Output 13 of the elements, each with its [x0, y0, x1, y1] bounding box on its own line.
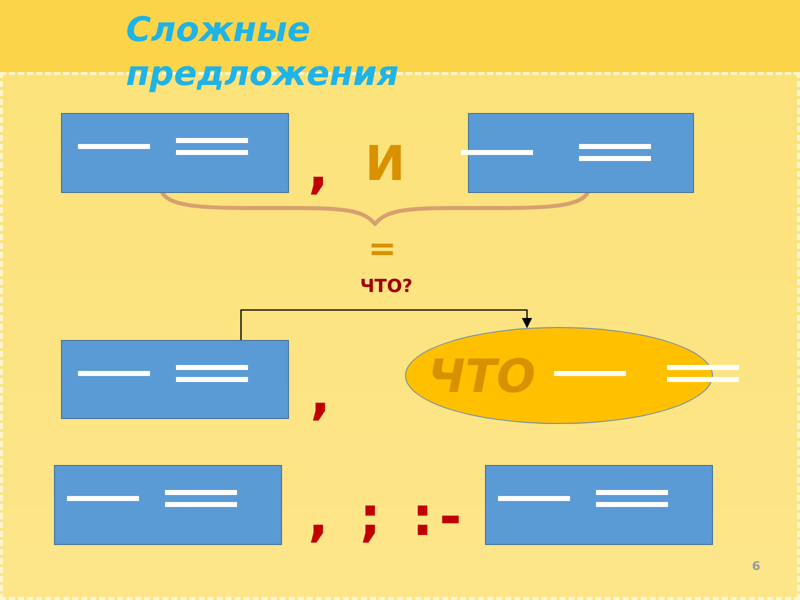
punctuation-label: , ; :- — [308, 490, 468, 544]
punctuation-label: = — [368, 232, 396, 266]
sentence-box — [54, 465, 282, 545]
punctuation-label: , — [310, 368, 331, 422]
punctuation-label: , — [308, 142, 329, 196]
sentence-box — [485, 465, 713, 545]
slide-title: Сложные предложения — [126, 9, 400, 96]
sentence-box — [61, 113, 289, 193]
page-number: 6 — [752, 560, 760, 572]
punctuation-label: И — [365, 140, 406, 188]
punctuation-label: ЧТО? — [360, 278, 413, 296]
arrow — [240, 309, 532, 340]
sentence-box — [61, 340, 289, 419]
